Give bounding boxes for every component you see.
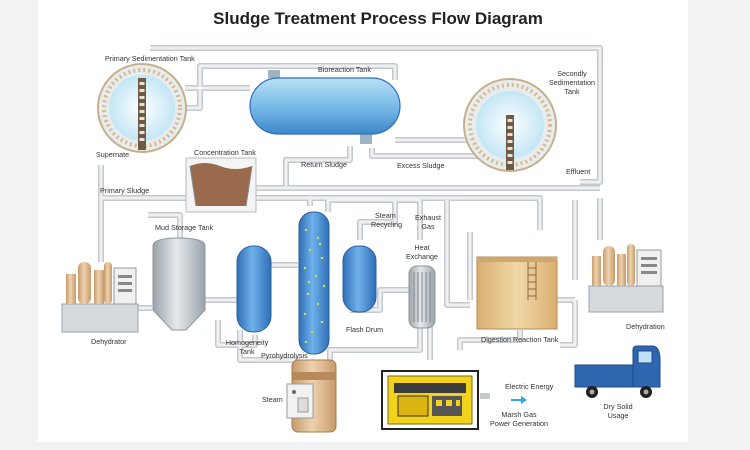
label-return-sludge: Return Sludge xyxy=(301,160,347,169)
label-concentration-tank: Concentration Tank xyxy=(194,148,256,157)
digestion-reaction-tank xyxy=(476,256,558,330)
label-mud-storage-tank: Mud Storage Tank xyxy=(155,223,214,232)
pipe-network xyxy=(98,45,603,399)
label-heat-exchange-2: Exchange xyxy=(406,252,438,261)
label-marsh-gas-1: Marsh Gas xyxy=(501,410,537,419)
pyrohydrolysis-reactor xyxy=(298,211,330,355)
label-dehydration: Dehydration xyxy=(626,322,665,331)
heat-exchanger xyxy=(408,265,436,329)
label-dry-solid-usage-1: Dry Solid xyxy=(603,402,632,411)
label-steam: Steam xyxy=(262,395,283,404)
label-supernate: Supernate xyxy=(96,150,129,159)
flash-drum xyxy=(342,245,377,313)
label-dehydrator: Dehydrator xyxy=(91,337,127,346)
concentration-tank xyxy=(185,157,257,213)
power-generator xyxy=(381,370,479,430)
dry-solid-truck xyxy=(574,345,661,398)
secondly-sedimentation-tank xyxy=(463,78,557,172)
bioreaction-tank xyxy=(249,70,401,144)
diagram-title: Sludge Treatment Process Flow Diagram xyxy=(213,9,543,28)
label-primary-sludge: Primary Sludge xyxy=(100,186,149,195)
label-steam-recycling-2: Recycling xyxy=(371,220,402,229)
dehydration-unit-right xyxy=(588,244,664,313)
mud-storage-tank xyxy=(152,237,206,331)
label-primary-sedimentation-tank: Primary Sedimentation Tank xyxy=(105,54,195,63)
label-bioreaction-tank: Bioreaction Tank xyxy=(318,65,371,74)
label-exhaust-gas-1: Exhaust xyxy=(415,213,441,222)
electric-energy-arrow xyxy=(511,396,527,404)
label-secondly-sedimentation-tank-3: Tank xyxy=(564,87,580,96)
label-effluent: Effluent xyxy=(566,167,590,176)
label-secondly-sedimentation-tank-1: Secondly xyxy=(557,69,587,78)
label-steam-recycling-1: Steam xyxy=(375,211,396,220)
label-secondly-sedimentation-tank-2: Sedimentation xyxy=(549,78,595,87)
label-exhaust-gas-2: Gas xyxy=(421,222,435,231)
label-flash-drum: Flash Drum xyxy=(346,325,383,334)
label-electric-energy: Electric Energy xyxy=(505,382,554,391)
dehydrator-left xyxy=(61,262,139,333)
label-excess-sludge: Excess Sludge xyxy=(397,161,445,170)
label-homogeneity-tank-2: Tank xyxy=(239,347,255,356)
label-pyrohydrolysis: Pyrohydrolysis xyxy=(261,351,308,360)
label-homogeneity-tank-1: Homogeneity xyxy=(226,338,269,347)
label-dry-solid-usage-2: Usage xyxy=(608,411,629,420)
label-heat-exchange-1: Heat xyxy=(414,243,429,252)
homogeneity-tank xyxy=(236,245,272,333)
steam-boiler xyxy=(286,359,337,433)
label-digestion-reaction-tank: Digestion Reaction Tank xyxy=(481,335,559,344)
primary-sedimentation-tank xyxy=(97,63,187,153)
label-marsh-gas-2: Power Generation xyxy=(490,419,548,428)
